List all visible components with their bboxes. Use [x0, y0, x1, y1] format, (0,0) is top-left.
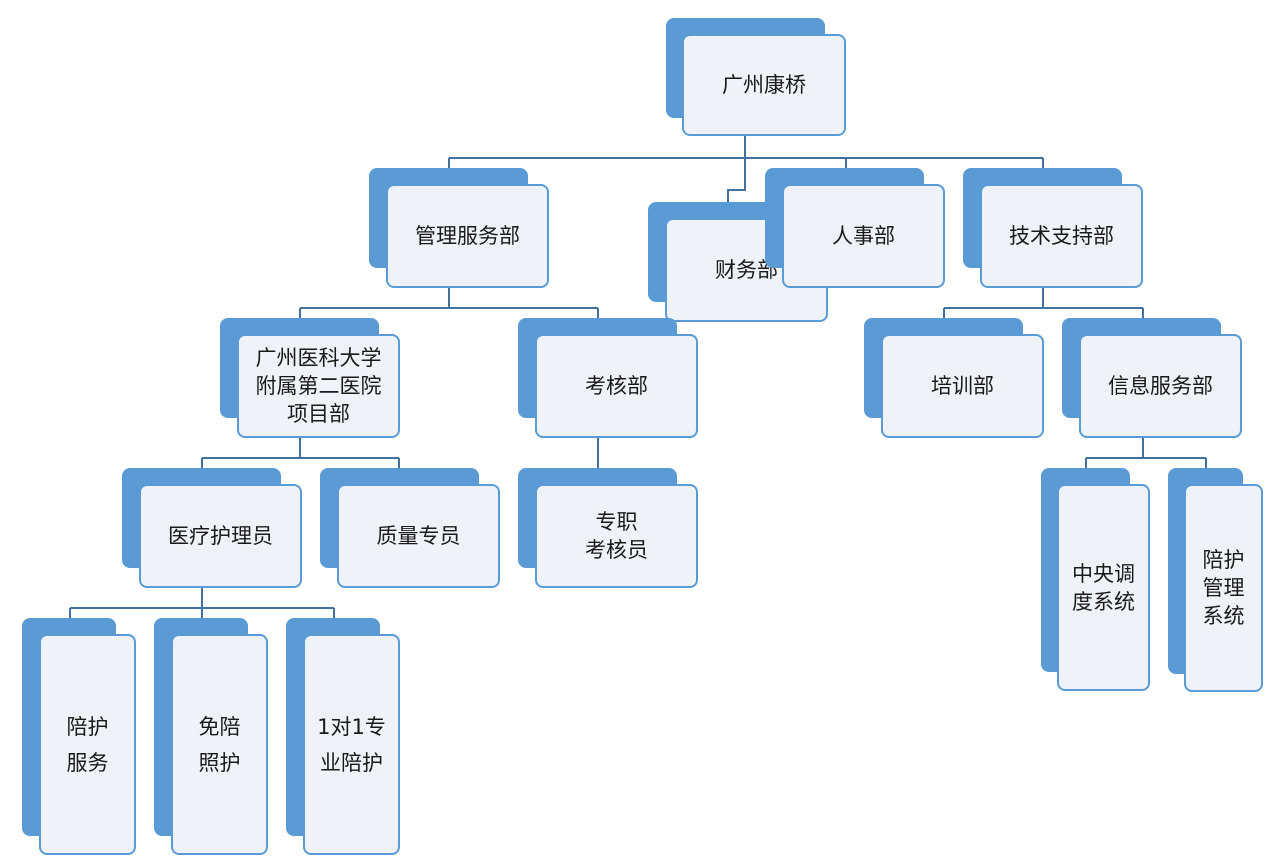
node-escort-label: 陪护 服务 — [66, 714, 109, 775]
node-tech-label: 技术支持部 — [1009, 224, 1114, 248]
node-central-label: 中央调 度系统 — [1072, 561, 1135, 614]
node-nursing-label: 医疗护理员 — [168, 524, 273, 548]
node-escort-mgmt-label: 陪护 管理 系统 — [1202, 548, 1245, 628]
node-training-label: 培训部 — [931, 374, 994, 398]
connector-finance — [727, 158, 746, 204]
node-info-label: 信息服务部 — [1108, 374, 1213, 398]
node-hr-label: 人事部 — [832, 224, 895, 248]
node-audit-label: 考核部 — [585, 374, 648, 398]
node-one-on-one-label: 1对1专 业陪护 — [317, 714, 386, 775]
node-free-escort-label: 免陪 照护 — [198, 714, 241, 775]
node-project-label: 广州医科大学 附属第二医院 项目部 — [255, 346, 382, 426]
node-root-label: 广州康桥 — [722, 73, 806, 97]
node-mgmt-label: 管理服务部 — [415, 224, 520, 248]
node-quality-label: 质量专员 — [376, 524, 461, 548]
node-auditor-label: 专职 考核员 — [585, 510, 648, 562]
